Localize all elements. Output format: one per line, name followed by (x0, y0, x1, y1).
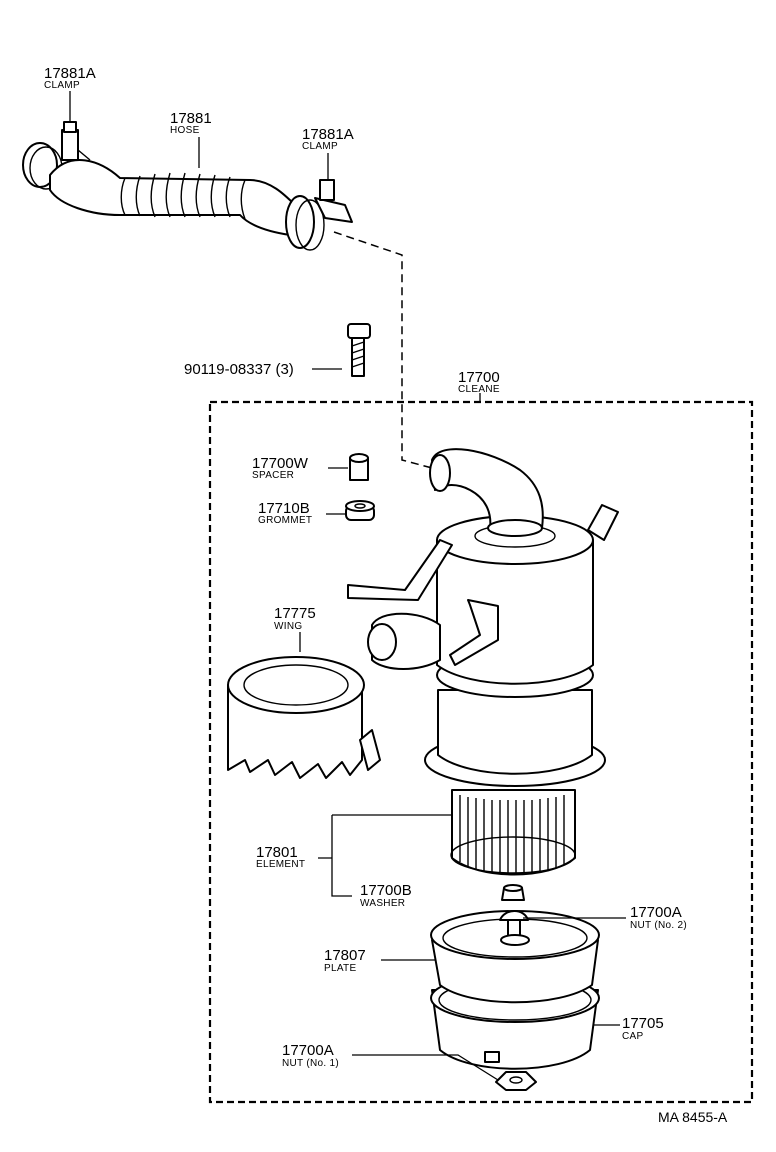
plate-name: PLATE (324, 963, 356, 974)
wing-number: 17775 (274, 605, 316, 622)
spacer-number: 17700W (252, 455, 309, 472)
wing-name: WING (274, 621, 302, 632)
cleaner-number: 17700 (458, 369, 500, 386)
nut-no1-drawing (495, 1071, 537, 1091)
grommet-drawing (345, 500, 375, 521)
leader-lines (69, 91, 626, 1081)
reference-code: MA 8455-A (658, 1109, 728, 1125)
washer-drawing (501, 884, 525, 901)
hose-connection-line (333, 231, 433, 469)
assembly-boundary (208, 400, 754, 1104)
clamp-right-number: 17881A (302, 126, 354, 143)
clamp-right-drawing (285, 179, 353, 251)
cap-number: 17705 (622, 1015, 664, 1032)
part-labels: 17881A CLAMP 17881 HOSE 17881A CLAMP 901… (44, 65, 728, 1125)
hose-name: HOSE (170, 125, 200, 136)
hose-body (49, 159, 296, 236)
nut-no1-number: 17700A (282, 1042, 334, 1059)
spacer-drawing (349, 453, 369, 481)
clamp-left-name: CLAMP (44, 80, 80, 91)
cap-name: CAP (622, 1031, 643, 1042)
spacer-name: SPACER (252, 470, 294, 481)
grommet-name: GROMMET (258, 515, 312, 526)
cleaner-name: CLEANE (458, 384, 500, 395)
washer-number: 17700B (360, 882, 412, 899)
clamp-left-number: 17881A (44, 65, 96, 82)
hose-assembly (22, 121, 353, 251)
nut-no1-name: NUT (No. 1) (282, 1058, 339, 1069)
bolt-number: 90119-08337 (3) (184, 361, 294, 378)
cleaner-body-drawing (347, 448, 619, 787)
nut-no2-number: 17700A (630, 904, 682, 921)
element-drawing (450, 789, 576, 876)
washer-name: WASHER (360, 898, 405, 909)
nut-no2-name: NUT (No. 2) (630, 920, 687, 931)
plate-cap-drawing (430, 910, 600, 1070)
element-name: ELEMENT (256, 859, 305, 870)
hose-corrugations (120, 172, 246, 220)
plate-number: 17807 (324, 947, 366, 964)
hose-number: 17881 (170, 110, 212, 127)
clamp-right-name: CLAMP (302, 141, 338, 152)
grommet-number: 17710B (258, 500, 310, 517)
bolt-drawing (347, 323, 371, 377)
clamp-left-drawing (22, 121, 91, 190)
wing-drawing (227, 656, 381, 779)
element-number: 17801 (256, 844, 298, 861)
